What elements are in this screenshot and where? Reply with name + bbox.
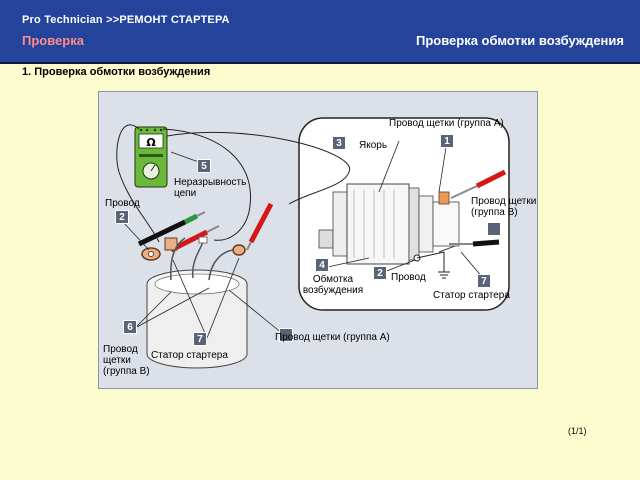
probe-red-left bbox=[169, 225, 220, 253]
badge-4: 4 bbox=[315, 258, 329, 272]
label-open-circuit: Неразрывность цепи bbox=[174, 177, 247, 199]
diagram-illustration: Ω bbox=[116, 117, 510, 369]
label-brush-lead-b-bottom: Провод щетки (группа B) bbox=[103, 344, 150, 377]
probe-red-inset bbox=[475, 169, 507, 189]
lug-right bbox=[232, 244, 246, 256]
badge-blank-right bbox=[487, 222, 501, 236]
diagram-panel: Ω bbox=[98, 91, 538, 389]
header-bar: Pro Technician >>РЕМОНТ СТАРТЕРА Проверк… bbox=[0, 0, 640, 64]
badge-2-left: 2 bbox=[115, 210, 129, 224]
badge-6: 6 bbox=[123, 320, 137, 334]
label-stator-bottom: Статор стартера bbox=[151, 350, 228, 361]
meter-symbol: Ω bbox=[146, 136, 156, 149]
subsection-title: Проверка обмотки возбуждения bbox=[415, 33, 624, 48]
badge-3: 3 bbox=[332, 136, 346, 150]
label-field-coil: Обмотка возбуждения bbox=[302, 274, 364, 296]
badge-7-right: 7 bbox=[477, 274, 491, 288]
label-lead-left: Провод bbox=[105, 198, 140, 209]
badge-blank-bottom bbox=[279, 328, 293, 342]
page-indicator: (1/1) bbox=[568, 426, 587, 436]
badge-5: 5 bbox=[197, 159, 211, 173]
probe-black-left bbox=[137, 211, 206, 247]
badge-1: 1 bbox=[440, 134, 454, 148]
probe-black-inset bbox=[472, 239, 500, 247]
starter-motor bbox=[318, 183, 460, 265]
app-title: Pro Technician >>РЕМОНТ СТАРТЕРА bbox=[22, 14, 230, 26]
probe-red-vertical bbox=[246, 202, 274, 251]
multimeter bbox=[134, 126, 168, 188]
label-brush-lead-a-top: Провод щетки (группа A) bbox=[389, 118, 504, 129]
content-heading: 1. Проверка обмотки возбуждения bbox=[22, 66, 211, 78]
label-armature: Якорь bbox=[359, 140, 388, 151]
label-stator-right: Статор стартера bbox=[433, 290, 510, 301]
badge-7-bottom: 7 bbox=[193, 332, 207, 346]
badge-2-mid: 2 bbox=[373, 266, 387, 280]
label-lead-mid: Провод bbox=[391, 272, 426, 283]
stator-bottom bbox=[146, 236, 248, 369]
label-brush-lead-b-right: Провод щетки (группа B) bbox=[471, 196, 537, 218]
section-title: Проверка bbox=[22, 33, 84, 48]
label-brush-lead-a-bottom: Провод щетки (группа A) bbox=[275, 332, 390, 343]
